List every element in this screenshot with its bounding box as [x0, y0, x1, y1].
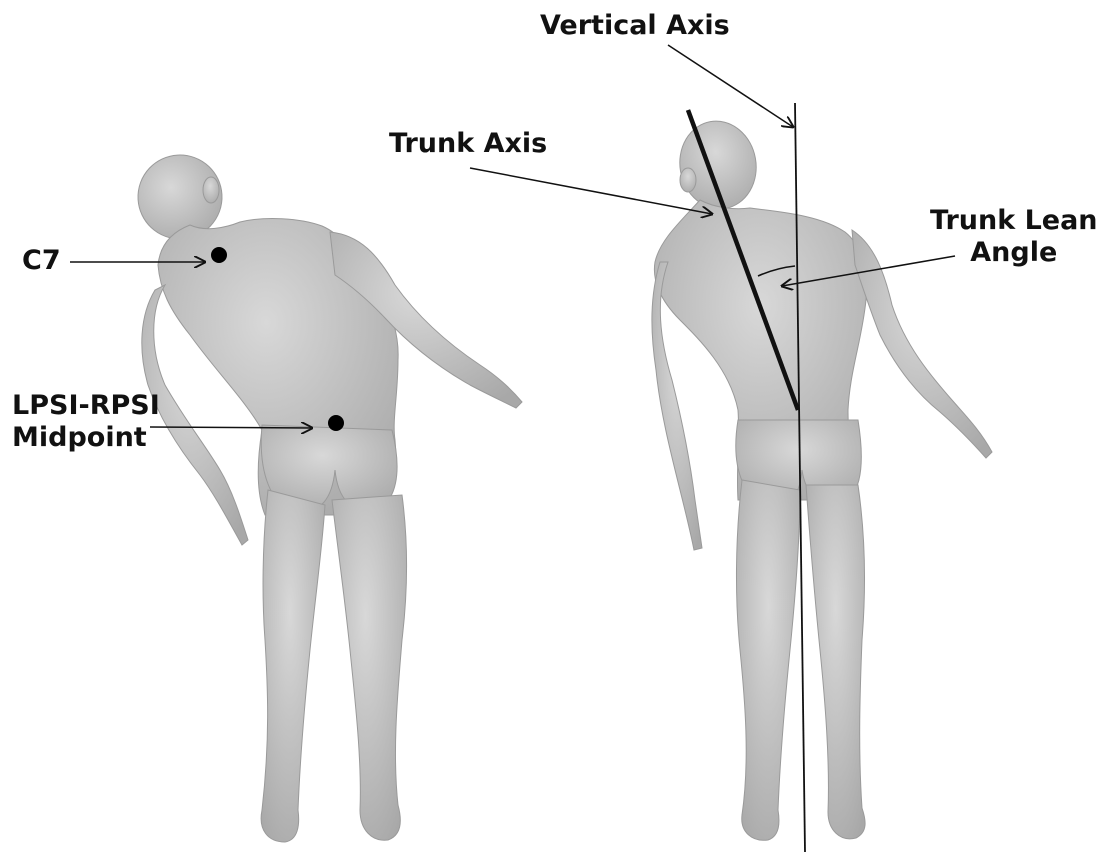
trunk-lean-angle-label: Trunk Lean Angle: [930, 205, 1098, 270]
left-human-figure: [124, 141, 522, 842]
lpsi-rpsi-midpoint-marker: [328, 415, 344, 431]
trunk-lean-label-line2: Angle: [930, 237, 1098, 269]
c7-marker: [211, 247, 227, 263]
lpsi-rpsi-midpoint-label: LPSI-RPSI Midpoint: [12, 390, 160, 455]
trunk-axis-leader: [470, 168, 712, 214]
lpsi-label-line2: Midpoint: [12, 422, 160, 454]
c7-label: C7: [22, 245, 61, 277]
vertical-axis-label: Vertical Axis: [540, 10, 730, 42]
vertical-axis-leader: [668, 45, 793, 127]
lpsi-label-line1: LPSI-RPSI: [12, 390, 160, 422]
trunk-axis-label: Trunk Axis: [389, 128, 547, 160]
lpsi-leader: [150, 427, 312, 428]
trunk-lean-label-line1: Trunk Lean: [930, 205, 1098, 237]
